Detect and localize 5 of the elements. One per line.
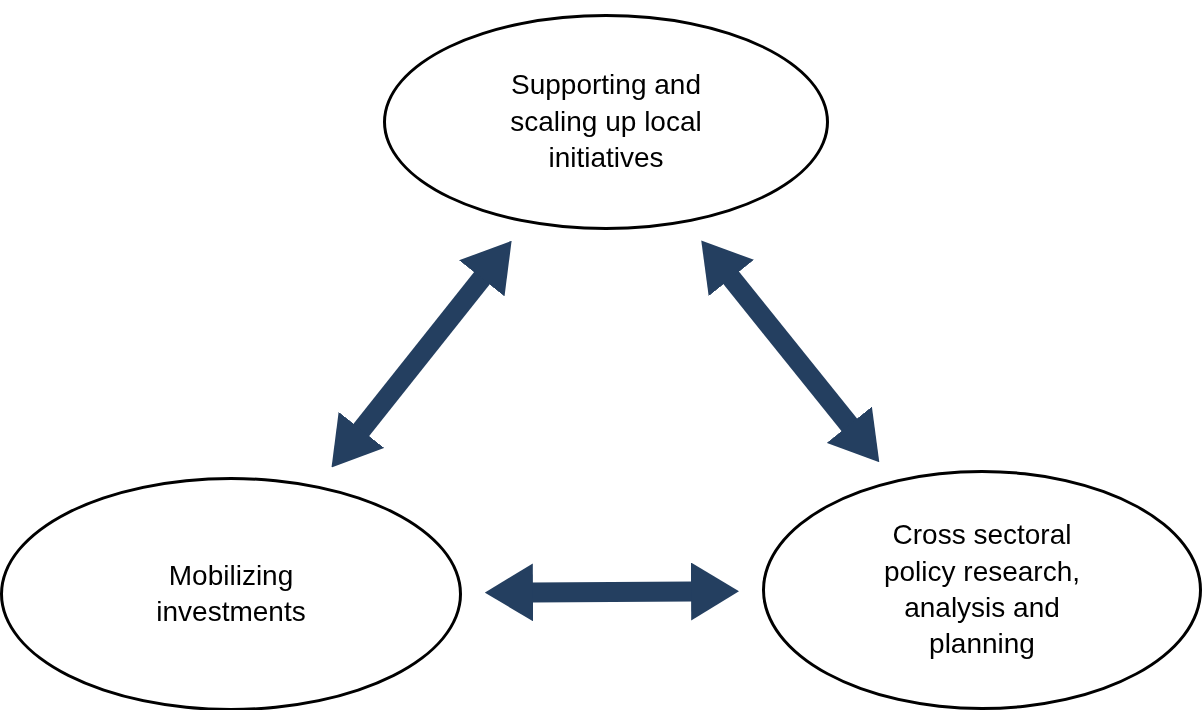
double-arrow bbox=[331, 240, 512, 468]
double-arrow bbox=[701, 240, 880, 463]
node-label: Cross sectoral policy research, analysis and planning bbox=[882, 518, 1082, 662]
node-label: Supporting and scaling up local initiatives bbox=[509, 68, 703, 176]
node-label: Mobilizing investments bbox=[155, 558, 307, 629]
